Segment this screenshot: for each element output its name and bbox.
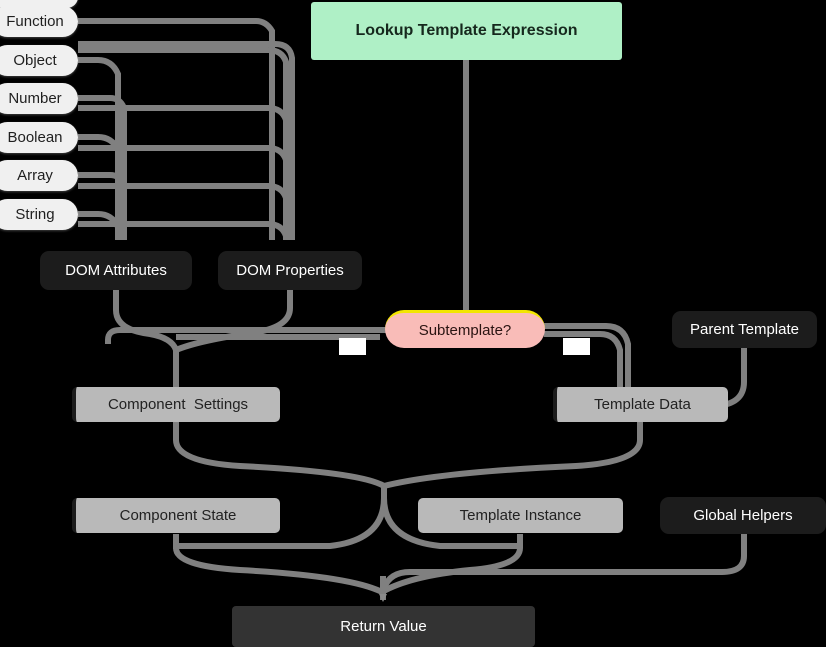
node-global-helpers[interactable]: Global Helpers xyxy=(660,497,826,534)
edge-settings-to-junction xyxy=(173,422,387,500)
type-pill-boolean[interactable]: Boolean xyxy=(0,122,78,153)
edge-subtemplate-to-template-data xyxy=(544,323,631,388)
edge-templatedata-to-junction xyxy=(383,422,643,489)
edge-boolean-to-props xyxy=(78,145,289,240)
edge-templateinstance-to-return xyxy=(380,534,523,595)
node-lookup-template-expression[interactable]: Lookup Template Expression xyxy=(311,2,622,60)
edge-array-to-props xyxy=(78,183,289,240)
edge-function-to-attr xyxy=(78,18,275,240)
edge-object-to-props xyxy=(78,47,289,240)
edge-subtemplate-left-lane xyxy=(105,327,388,344)
node-template-instance[interactable]: Template Instance xyxy=(418,498,623,533)
edge-componentstate-to-return xyxy=(173,534,384,595)
node-dom-attributes[interactable]: DOM Attributes xyxy=(40,251,192,290)
edge-function-to-props xyxy=(78,41,295,240)
edge-properties-to-settings xyxy=(174,290,293,353)
node-dom-properties[interactable]: DOM Properties xyxy=(218,251,362,290)
type-pill-array[interactable]: Array xyxy=(0,160,78,191)
edge-number-to-props xyxy=(78,105,289,240)
node-parent-template[interactable]: Parent Template xyxy=(672,311,817,348)
node-component-state[interactable]: Component State xyxy=(72,498,280,533)
edge-attributes-to-settings xyxy=(113,290,179,388)
type-pill-function[interactable]: Function xyxy=(0,6,78,37)
type-pill-string[interactable]: String xyxy=(0,199,78,230)
edge-object-to-attr xyxy=(78,57,121,240)
type-pill-object[interactable]: Object xyxy=(0,45,78,76)
node-subtemplate-decision[interactable]: Subtemplate? xyxy=(385,310,545,348)
edge-globalhelpers-to-return xyxy=(381,534,747,590)
node-template-data[interactable]: Template Data xyxy=(553,387,728,422)
edge-subtemplate-to-template-data-2 xyxy=(544,331,623,388)
edge-label-no xyxy=(339,338,366,355)
type-pill-partial-top[interactable] xyxy=(0,0,78,8)
edge-label-yes xyxy=(563,338,590,355)
node-return-value[interactable]: Return Value xyxy=(232,606,535,647)
edge-string-to-props xyxy=(78,221,289,240)
node-component-settings[interactable]: Component Settings xyxy=(72,387,280,422)
edge-junction-to-template-instance xyxy=(381,486,520,549)
type-pill-number[interactable]: Number xyxy=(0,83,78,114)
